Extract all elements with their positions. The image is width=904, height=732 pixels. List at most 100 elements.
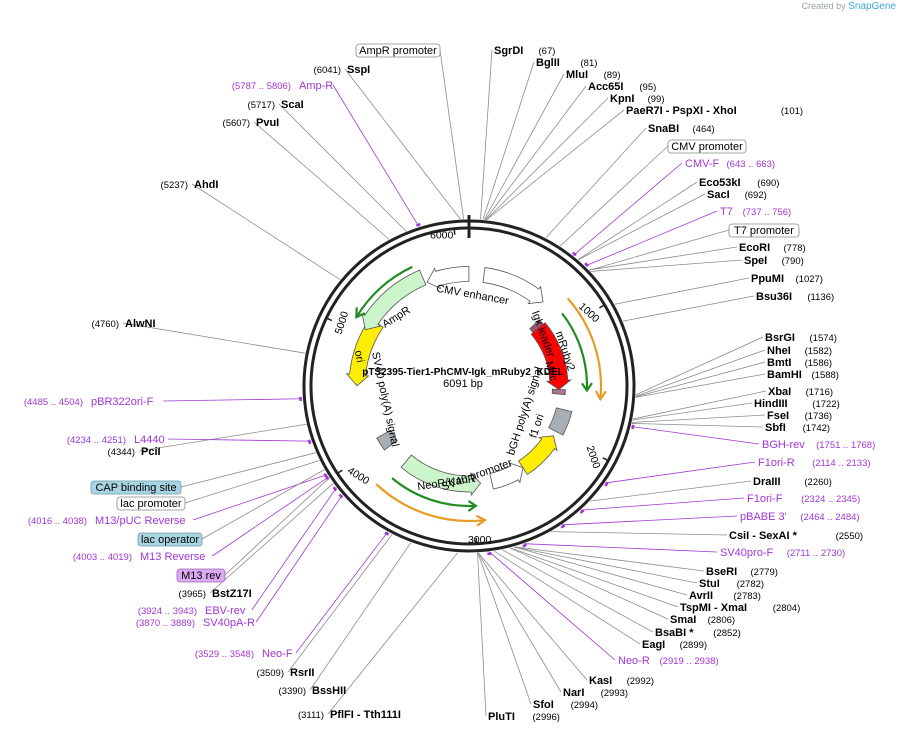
- tag-text: lac operator: [141, 534, 199, 546]
- enzyme-site-kpni[interactable]: KpnI(99): [610, 93, 665, 105]
- feature-tag-t7-promoter[interactable]: T7 promoter: [728, 223, 800, 238]
- enzyme-site-saci[interactable]: SacI(692): [707, 189, 767, 201]
- enzyme-site-xbai[interactable]: XbaI(1716): [768, 386, 833, 398]
- feature-tag-ampr-promoter[interactable]: AmpR promoter: [355, 43, 441, 58]
- enzyme-callout-line: [493, 550, 641, 645]
- primer-cmv-f[interactable]: CMV-F(643 .. 663): [685, 158, 775, 170]
- feature-tag-lac-promoter[interactable]: lac promoter: [116, 496, 186, 511]
- feature-tag-m13-rev[interactable]: M13 rev: [176, 568, 226, 583]
- enzyme-site-pvui[interactable]: (5607)PvuI: [223, 117, 280, 129]
- enzyme-site-pflfi-tth111i[interactable]: (3111)PflFI - Tth111I: [298, 709, 401, 721]
- enzyme-position: (89): [604, 70, 621, 81]
- enzyme-position: (2899): [680, 640, 707, 651]
- mruby2-orf-outer-arrow: [566, 297, 603, 400]
- feature-tag-cmv-promoter[interactable]: CMV promoter: [667, 139, 747, 154]
- enzyme-site-acc65i[interactable]: Acc65I(95): [588, 81, 656, 93]
- enzyme-site-ahdi[interactable]: (5237)AhdI: [161, 179, 219, 191]
- enzyme-site-snabi[interactable]: SnaBI(464): [648, 123, 715, 135]
- primer-range: (4003 .. 4019): [73, 552, 132, 563]
- neor-orf-arrow-head: [467, 500, 478, 512]
- primer-m13-puc-reverse[interactable]: (4016 .. 4038)M13/pUC Reverse: [28, 515, 186, 527]
- enzyme-site-fsei[interactable]: FseI(1736): [767, 410, 832, 422]
- enzyme-site-hindiii[interactable]: HindIII(1722): [754, 398, 840, 410]
- enzyme-site-ecori[interactable]: EcoRI(778): [739, 242, 806, 254]
- primer-ebv-rev[interactable]: (3924 .. 3943)EBV-rev: [138, 605, 246, 617]
- feature-tag-lac-operator[interactable]: lac operator: [137, 532, 203, 547]
- primer-neo-r[interactable]: Neo-R(2919 .. 2938): [618, 655, 719, 667]
- boxed-callout-line: [589, 229, 730, 271]
- tag-box: [176, 568, 226, 583]
- enzyme-name: AvrII: [689, 590, 713, 602]
- enzyme-site-bsshii[interactable]: (3390)BssHII: [279, 685, 347, 697]
- enzyme-site-csii-sexai[interactable]: CsiI - SexAI *(2550): [729, 530, 863, 542]
- primer-name: Neo-F: [262, 648, 293, 660]
- primer-l4440[interactable]: (4234 .. 4251)L4440: [67, 434, 165, 446]
- enzyme-callout-line: [477, 552, 588, 681]
- ampr-promoter-feature: [426, 266, 470, 290]
- enzyme-site-eagi[interactable]: EagI(2899): [642, 639, 707, 651]
- enzyme-name: DraIII: [753, 476, 781, 488]
- primer-t7[interactable]: T7(737 .. 756): [720, 206, 791, 218]
- enzyme-site-sspi[interactable]: (6041)SspI: [314, 64, 371, 76]
- enzyme-site-bsrgi[interactable]: BsrGI(1574): [765, 332, 837, 344]
- enzyme-site-mlui[interactable]: MluI(89): [566, 69, 621, 81]
- enzyme-site-ppumi[interactable]: PpuMI(1027): [751, 273, 823, 285]
- enzyme-site-bseri[interactable]: BseRI(2779): [706, 566, 778, 578]
- primer-mark: [604, 481, 609, 487]
- enzyme-site-bsu36i[interactable]: Bsu36I(1136): [756, 291, 834, 303]
- tag-box: [90, 480, 182, 495]
- enzyme-site-smai[interactable]: SmaI(2806): [670, 614, 735, 626]
- primer-mark: [487, 552, 492, 556]
- enzyme-name: BmtI: [767, 357, 791, 369]
- primer-sv40pa-r[interactable]: (3870 .. 3889)SV40pA-R: [136, 617, 255, 629]
- enzyme-site-kasi[interactable]: KasI(2992): [589, 675, 654, 687]
- enzyme-site-draiii[interactable]: DraIII(2260): [753, 476, 832, 488]
- enzyme-site-spei[interactable]: SpeI(790): [744, 255, 804, 267]
- tag-text: CMV promoter: [671, 141, 743, 153]
- primer-bgh-rev[interactable]: BGH-rev(1751 .. 1768): [762, 439, 875, 451]
- primer-neo-f[interactable]: (3529 .. 3548)Neo-F: [195, 648, 293, 660]
- enzyme-site-pcii[interactable]: (4344)PciI: [108, 446, 161, 458]
- enzyme-site-bmti[interactable]: BmtI (1586): [767, 357, 832, 369]
- enzyme-site-avrii[interactable]: AvrII(2783): [689, 590, 761, 602]
- tick-mark: [453, 228, 456, 235]
- primer-pbabe-3[interactable]: pBABE 3'(2464 .. 2484): [740, 511, 860, 523]
- enzyme-callout-line: [138, 423, 307, 452]
- enzyme-site-tspmi-xmai[interactable]: TspMI - XmaI(2804): [680, 602, 800, 614]
- enzyme-name: SnaBI: [648, 123, 679, 135]
- enzyme-position: (1586): [805, 358, 832, 369]
- enzyme-site-paer7i-pspxi-xhoi[interactable]: PaeR7I - PspXI - XhoI(101): [626, 105, 803, 117]
- enzyme-site-bglii[interactable]: BglII(81): [536, 57, 597, 69]
- primer-f1ori-f[interactable]: F1ori-F(2324 .. 2345): [747, 493, 860, 505]
- primer-name: F1ori-R: [758, 457, 795, 469]
- enzyme-site-bsabi[interactable]: BsaBI *(2852): [655, 627, 741, 639]
- enzyme-site-nari[interactable]: NarI(2993): [563, 687, 628, 699]
- enzyme-position: (2992): [627, 676, 654, 687]
- primer-m13-reverse[interactable]: (4003 .. 4019)M13 Reverse: [73, 551, 206, 563]
- enzyme-name: PaeR7I - PspXI - XhoI: [626, 105, 737, 117]
- enzyme-site-sfoi[interactable]: SfoI(2994): [533, 699, 598, 711]
- primer-f1ori-r[interactable]: F1ori-R(2114 .. 2133): [758, 457, 871, 469]
- enzyme-site-sbfi[interactable]: SbfI(1742): [765, 422, 830, 434]
- enzyme-position: (3111): [298, 710, 324, 721]
- enzyme-name: Eco53kI: [699, 177, 741, 189]
- enzyme-site-sgrdi[interactable]: SgrDI(67): [494, 45, 555, 57]
- primer-callout-line: [192, 474, 328, 521]
- enzyme-position: (4344): [108, 447, 135, 458]
- enzyme-site-scai[interactable]: (5717)ScaI: [248, 99, 304, 111]
- enzyme-callout-line: [632, 390, 767, 420]
- enzyme-site-alwni[interactable]: (4760)AlwNI: [92, 318, 156, 330]
- primer-sv40pro-f[interactable]: SV40pro-F(2711 .. 2730): [720, 547, 845, 559]
- enzyme-site-bamhi[interactable]: BamHI(1588): [767, 369, 839, 381]
- enzyme-site-pluti[interactable]: PluTI(2996): [488, 711, 560, 723]
- enzyme-site-bstz17i[interactable]: (3965)BstZ17I: [179, 588, 252, 600]
- enzyme-site-stui[interactable]: StuI(2782): [699, 578, 764, 590]
- enzyme-callout-line: [486, 109, 625, 221]
- feature-tag-cap-binding-site[interactable]: CAP binding site: [90, 480, 182, 495]
- enzyme-site-rsrii[interactable]: (3509)RsrII: [257, 667, 315, 679]
- enzyme-site-eco53ki[interactable]: Eco53kI(690): [699, 177, 779, 189]
- enzyme-name: BssHII: [312, 685, 346, 697]
- primer-amp-r[interactable]: (5787 .. 5806)Amp-R: [232, 80, 333, 92]
- enzyme-site-nhei[interactable]: NheI(1582): [767, 345, 832, 357]
- primer-pbr322ori-f[interactable]: (4485 .. 4504)pBR322ori-F: [24, 396, 154, 408]
